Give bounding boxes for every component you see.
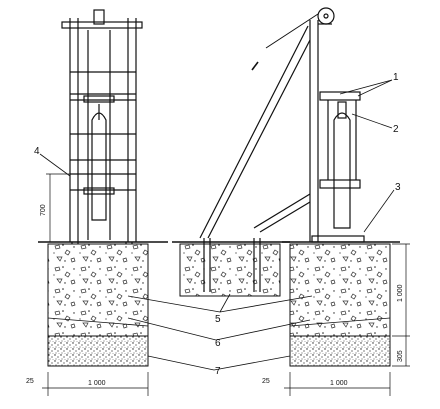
dim-305: 305 bbox=[397, 350, 404, 362]
dim-25-right: 25 bbox=[262, 378, 270, 385]
dim-1000-vertical: 1 000 bbox=[397, 284, 404, 302]
callout-1: 1 bbox=[393, 72, 399, 83]
dim-1000-left: 1 000 bbox=[88, 380, 106, 387]
callout-7: 7 bbox=[215, 366, 221, 377]
callout-3: 3 bbox=[395, 182, 401, 193]
callout-4: 4 bbox=[34, 146, 40, 157]
dim-1000-right: 1 000 bbox=[330, 380, 348, 387]
dimension-lines bbox=[42, 173, 410, 396]
middle-foundation-block bbox=[172, 238, 290, 297]
left-foundation bbox=[38, 241, 168, 367]
callout-6: 6 bbox=[215, 338, 221, 349]
leader-lines bbox=[39, 79, 395, 371]
dim-700: 700 bbox=[40, 204, 47, 216]
right-foundation bbox=[282, 241, 400, 367]
side-view-frame bbox=[199, 7, 365, 243]
callout-5: 5 bbox=[215, 314, 221, 325]
dim-25-left: 25 bbox=[26, 378, 34, 385]
callout-2: 2 bbox=[393, 124, 399, 135]
